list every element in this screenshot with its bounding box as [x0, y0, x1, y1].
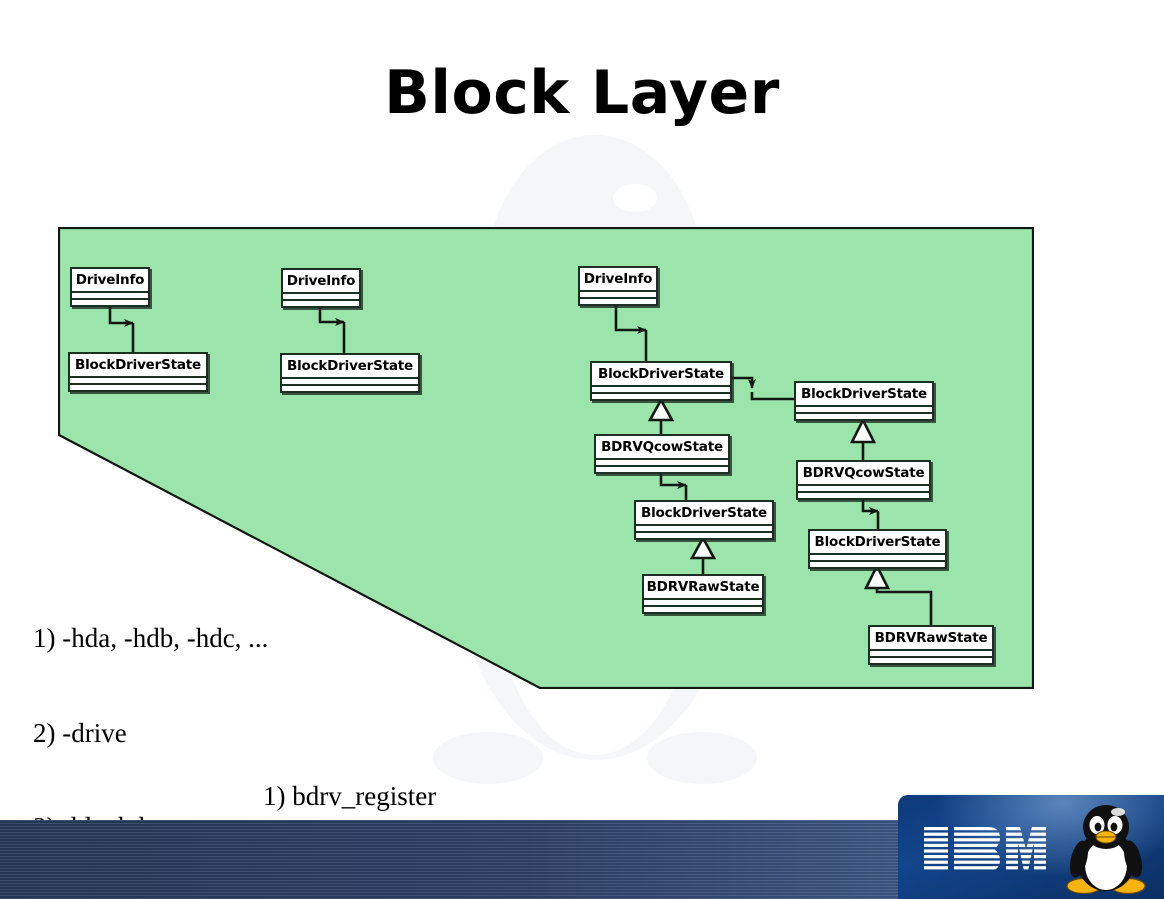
uml-class-driveinfo-2: DriveInfo — [281, 268, 361, 308]
uml-class-blockdriverstate-3: BlockDriverState — [590, 361, 732, 401]
uml-compartment — [870, 651, 992, 656]
uml-compartment — [72, 293, 148, 298]
ibm-striped-wordmark — [924, 827, 1046, 870]
uml-separator — [636, 531, 772, 533]
uml-compartment — [580, 292, 656, 297]
uml-compartment — [282, 386, 418, 391]
list-item: 1) bdrv_register — [263, 781, 437, 811]
uml-class-name: BlockDriverState — [287, 358, 413, 374]
uml-class-bdrvqcowstate-2: BDRVQcowState — [796, 460, 931, 500]
uml-class-name: BlockDriverState — [641, 505, 767, 521]
uml-compartment — [870, 658, 992, 663]
uml-compartment — [580, 299, 656, 304]
uml-compartment — [798, 493, 929, 498]
uml-separator — [580, 290, 656, 292]
uml-compartment — [592, 387, 730, 392]
uml-separator — [596, 465, 728, 467]
uml-separator — [796, 405, 932, 407]
uml-separator — [644, 605, 762, 607]
uml-class-name: DriveInfo — [583, 271, 653, 287]
uml-compartment — [644, 607, 762, 612]
uml-class-name: DriveInfo — [286, 273, 356, 289]
ibm-logo-panel — [898, 795, 1164, 899]
uml-separator — [796, 412, 932, 414]
uml-compartment — [283, 301, 359, 306]
uml-separator — [282, 377, 418, 379]
uml-separator — [870, 656, 992, 658]
uml-compartment — [596, 460, 728, 465]
uml-class-bdrvqcowstate-1: BDRVQcowState — [594, 434, 730, 474]
uml-compartment — [283, 294, 359, 299]
uml-separator — [282, 384, 418, 386]
uml-class-name: BlockDriverState — [598, 366, 724, 382]
uml-class-name: DriveInfo — [75, 272, 145, 288]
list-item: 1) -hda, -hdb, -hdc, ... — [33, 623, 269, 653]
uml-separator — [596, 458, 728, 460]
uml-class-driveinfo-3: DriveInfo — [578, 266, 658, 306]
uml-compartment — [644, 600, 762, 605]
uml-separator — [70, 376, 206, 378]
page-title: Block Layer — [384, 58, 780, 128]
uml-separator — [592, 385, 730, 387]
uml-compartment — [636, 526, 772, 531]
uml-separator — [636, 524, 772, 526]
uml-compartment — [282, 379, 418, 384]
uml-class-name: BlockDriverState — [801, 386, 927, 402]
uml-separator — [810, 553, 945, 555]
uml-compartment — [636, 533, 772, 538]
uml-separator — [283, 292, 359, 294]
uml-compartment — [798, 486, 929, 491]
uml-compartment — [72, 300, 148, 305]
uml-class-blockdriverstate-5: BlockDriverState — [794, 381, 934, 421]
uml-compartment — [810, 555, 945, 560]
uml-separator — [798, 484, 929, 486]
uml-separator — [810, 560, 945, 562]
uml-separator — [72, 298, 148, 300]
uml-class-blockdriverstate-6: BlockDriverState — [808, 529, 947, 569]
block-layer-region — [58, 227, 1034, 689]
uml-class-name: BlockDriverState — [75, 357, 201, 373]
uml-class-name: BlockDriverState — [814, 534, 941, 550]
uml-compartment — [70, 378, 206, 383]
uml-class-name: BDRVQcowState — [802, 465, 925, 481]
uml-separator — [283, 299, 359, 301]
uml-class-name: BDRVRawState — [874, 630, 988, 646]
uml-compartment — [810, 562, 945, 567]
uml-class-name: BDRVRawState — [646, 579, 760, 595]
uml-compartment — [70, 385, 206, 390]
uml-separator — [644, 598, 762, 600]
list-item: 2) -drive — [33, 717, 127, 748]
uml-separator — [592, 392, 730, 394]
uml-class-bdrvrawstate-2: BDRVRawState — [868, 625, 994, 665]
uml-compartment — [592, 394, 730, 399]
uml-class-bdrvrawstate-1: BDRVRawState — [642, 574, 764, 614]
uml-class-blockdriverstate-2: BlockDriverState — [280, 353, 420, 393]
uml-separator — [798, 491, 929, 493]
uml-compartment — [596, 467, 728, 472]
uml-compartment — [796, 407, 932, 412]
uml-separator — [70, 383, 206, 385]
uml-separator — [580, 297, 656, 299]
uml-class-driveinfo-1: DriveInfo — [70, 267, 150, 307]
uml-separator — [870, 649, 992, 651]
uml-class-blockdriverstate-4: BlockDriverState — [634, 500, 774, 540]
uml-class-name: BDRVQcowState — [601, 439, 723, 455]
tux-penguin-icon — [1066, 805, 1146, 895]
uml-separator — [72, 291, 148, 293]
uml-compartment — [796, 414, 932, 419]
uml-class-blockdriverstate-1: BlockDriverState — [68, 352, 208, 392]
